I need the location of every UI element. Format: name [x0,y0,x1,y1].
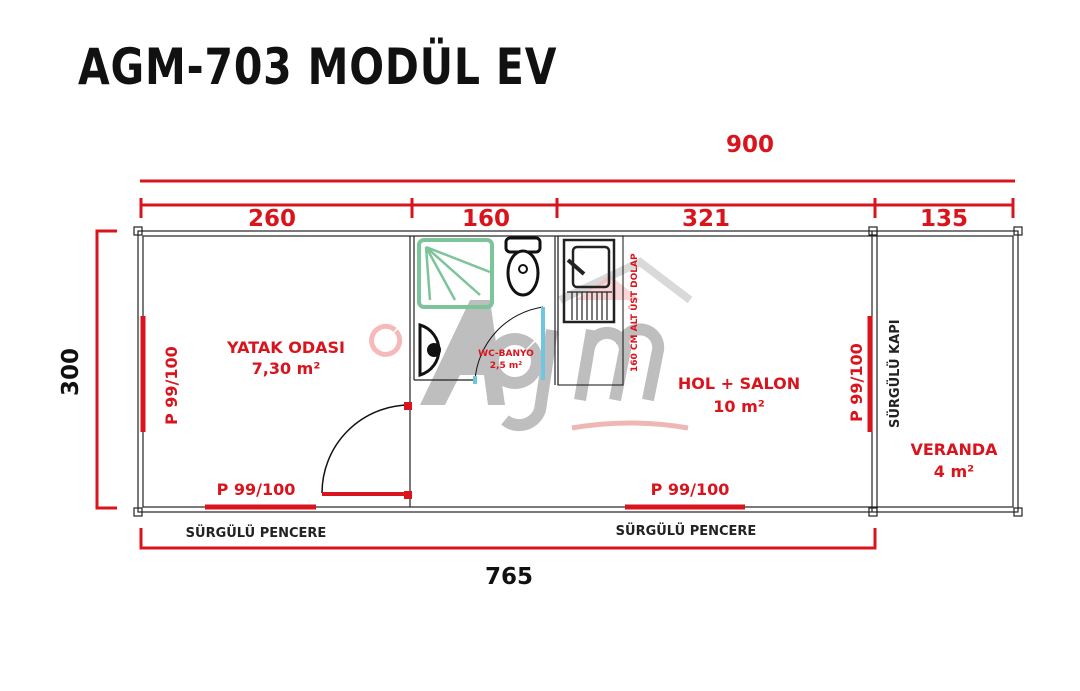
agm-logo-watermark [369,257,693,432]
window-bedroom-left: P 99/100 [140,316,181,432]
window-left-label: P 99/100 [162,346,181,425]
bedroom-name: YATAK ODASI [226,338,345,357]
wc-name: WC-BANYO [478,349,534,359]
salon-area: 10 m² [713,397,765,416]
cabinet-label: 160 CM ALT ÜST DOLAP [629,253,640,372]
dim-salon: 321 [682,206,730,232]
bedroom-door[interactable] [321,402,412,499]
window-salon: P 99/100 [847,316,873,432]
dim-bedroom: 260 [248,206,296,232]
dimension-lines: 900 260 160 321 135 300 765 [58,132,1015,590]
window-bottom-right-label: P 99/100 [651,480,730,499]
window-bottom-right: P 99/100 SÜRGÜLÜ PENCERE [616,480,757,539]
window-salon-label: P 99/100 [847,343,866,422]
dim-wc: 160 [462,206,510,232]
sliding-door-label: SÜRGÜLÜ KAPI [887,319,903,428]
shower-tray-icon [417,238,494,309]
page-title: AGM-703 MODÜL EV [78,38,558,96]
window-bottom-left: P 99/100 SÜRGÜLÜ PENCERE [186,480,327,541]
salon-name: HOL + SALON [678,374,800,393]
toilet-icon [504,236,542,297]
wc-door-glass [473,306,545,384]
veranda-name: VERANDA [910,440,998,459]
dim-bottom: 765 [485,564,533,590]
bedroom-area: 7,30 m² [252,359,321,378]
sink-icon [418,323,441,377]
kitchen-sink-icon [557,235,624,386]
dim-depth: 300 [58,348,84,396]
sliding-window-label-2: SÜRGÜLÜ PENCERE [616,523,757,539]
wc-area: 2,5 m² [490,361,522,371]
sliding-window-label-1: SÜRGÜLÜ PENCERE [186,525,327,541]
dim-total-width: 900 [726,132,774,158]
dim-veranda: 135 [920,206,968,232]
veranda-area: 4 m² [934,462,974,481]
window-bottom-left-label: P 99/100 [217,480,296,499]
